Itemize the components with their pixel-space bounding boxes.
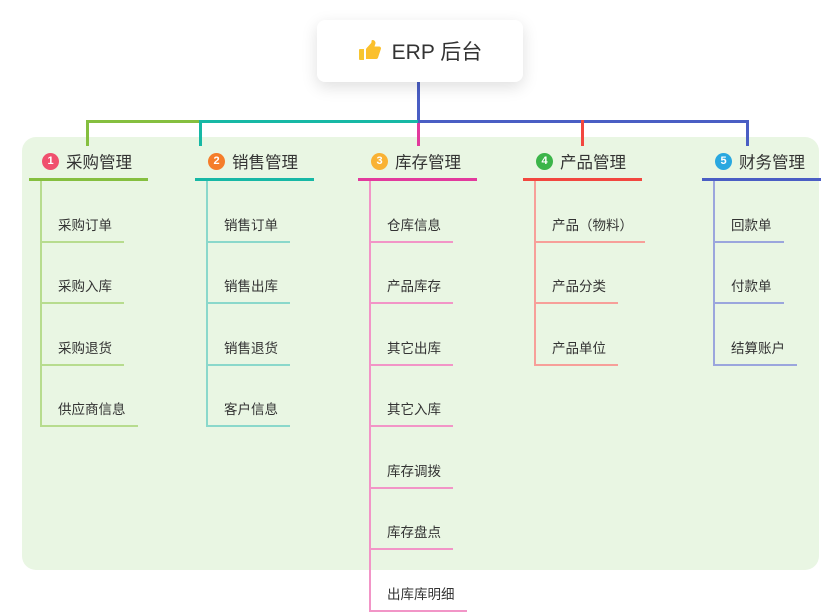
root-link xyxy=(417,82,420,123)
child-node[interactable]: 其它入库 xyxy=(371,366,453,427)
child-node-label: 供应商信息 xyxy=(58,402,126,417)
child-node[interactable]: 客户信息 xyxy=(208,366,290,427)
child-node[interactable]: 库存调拨 xyxy=(371,427,453,489)
child-node[interactable]: 产品库存 xyxy=(371,243,453,304)
child-node[interactable]: 产品分类 xyxy=(536,243,618,304)
child-node-label: 采购订单 xyxy=(58,217,112,233)
child-node-label: 产品单位 xyxy=(552,340,606,356)
child-node-label: 出库库明细 xyxy=(387,586,455,602)
branch-drop-link xyxy=(86,120,89,146)
child-node-label: 回款单 xyxy=(731,217,772,233)
child-node-label: 库存盘点 xyxy=(387,525,441,540)
child-node-label: 付款单 xyxy=(731,279,772,294)
child-node-label: 库存调拨 xyxy=(387,463,441,479)
child-node-label: 产品分类 xyxy=(552,279,606,294)
child-node-label: 其它入库 xyxy=(387,402,441,417)
bus-segment xyxy=(199,120,418,123)
root-node[interactable]: ERP 后台 xyxy=(317,20,523,82)
child-node-label: 销售退货 xyxy=(224,340,278,356)
child-node[interactable]: 采购退货 xyxy=(42,304,124,366)
child-node[interactable]: 产品单位 xyxy=(536,304,618,366)
branch-children: 采购订单采购入库采购退货供应商信息 xyxy=(40,181,138,427)
child-node-label: 产品（物料） xyxy=(552,217,633,233)
child-node[interactable]: 采购入库 xyxy=(42,243,124,304)
branch-drop-link xyxy=(417,123,420,146)
branch-node[interactable]: 3 库存管理 xyxy=(358,148,477,181)
child-node[interactable]: 销售订单 xyxy=(208,181,290,243)
branch-node-label: 产品管理 xyxy=(560,154,626,172)
branches-panel xyxy=(22,137,819,570)
branch-node-label: 销售管理 xyxy=(232,154,298,172)
child-node[interactable]: 其它出库 xyxy=(371,304,453,366)
branch-4: 4 产品管理产品（物料） 产品分类产品单位 xyxy=(523,148,645,366)
child-node-label: 销售出库 xyxy=(224,279,278,294)
child-node[interactable]: 仓库信息 xyxy=(371,181,453,243)
branch-node[interactable]: 1 采购管理 xyxy=(29,148,148,181)
branch-node[interactable]: 2 销售管理 xyxy=(195,148,314,181)
branch-children: 回款单付款单结算账户 xyxy=(713,181,797,366)
child-node-label: 仓库信息 xyxy=(387,217,441,233)
branch-number-badge: 2 xyxy=(208,152,225,170)
branch-drop-link xyxy=(199,120,202,146)
child-node[interactable]: 出库库明细 xyxy=(371,550,467,612)
branch-drop-link xyxy=(746,120,749,146)
child-node[interactable]: 供应商信息 xyxy=(42,366,138,427)
child-node-label: 销售订单 xyxy=(224,217,278,233)
child-node[interactable]: 销售出库 xyxy=(208,243,290,304)
root-node-label: ERP 后台 xyxy=(391,41,483,64)
branch-drop-link xyxy=(581,120,584,146)
child-node[interactable]: 结算账户 xyxy=(715,304,797,366)
child-node-label: 结算账户 xyxy=(731,340,785,356)
branch-3: 3 库存管理仓库信息产品库存其它出库其它入库库存调拨库存盘点出库库明细 xyxy=(358,148,477,612)
thumbs-up-icon xyxy=(358,39,382,63)
branch-node-label: 库存管理 xyxy=(395,154,461,172)
branch-children: 仓库信息产品库存其它出库其它入库库存调拨库存盘点出库库明细 xyxy=(369,181,467,612)
bus-segment xyxy=(86,120,199,123)
branch-number-badge: 1 xyxy=(42,152,59,170)
branch-children: 产品（物料） 产品分类产品单位 xyxy=(534,181,645,366)
branch-number-badge: 3 xyxy=(371,152,388,170)
child-node-label: 采购入库 xyxy=(58,279,112,294)
branch-1: 1 采购管理采购订单采购入库采购退货供应商信息 xyxy=(29,148,148,427)
child-node-label: 其它出库 xyxy=(387,340,441,356)
child-node[interactable]: 库存盘点 xyxy=(371,489,453,550)
child-node-label: 采购退货 xyxy=(58,340,112,356)
branch-number-badge: 4 xyxy=(536,152,553,170)
child-node[interactable]: 产品（物料） xyxy=(536,181,645,243)
branch-5: 5 财务管理回款单付款单结算账户 xyxy=(702,148,821,366)
child-node[interactable]: 采购订单 xyxy=(42,181,124,243)
branch-node-label: 采购管理 xyxy=(66,154,132,172)
child-node-label: 产品库存 xyxy=(387,279,441,294)
branch-number-badge: 5 xyxy=(715,152,732,170)
branch-2: 2 销售管理销售订单销售出库销售退货客户信息 xyxy=(195,148,314,427)
child-node[interactable]: 销售退货 xyxy=(208,304,290,366)
child-node-label: 客户信息 xyxy=(224,402,278,417)
branch-node[interactable]: 5 财务管理 xyxy=(702,148,821,181)
child-node[interactable]: 回款单 xyxy=(715,181,784,243)
branch-node-label: 财务管理 xyxy=(739,154,805,172)
child-node[interactable]: 付款单 xyxy=(715,243,784,304)
branch-node[interactable]: 4 产品管理 xyxy=(523,148,642,181)
branch-children: 销售订单销售出库销售退货客户信息 xyxy=(206,181,290,427)
